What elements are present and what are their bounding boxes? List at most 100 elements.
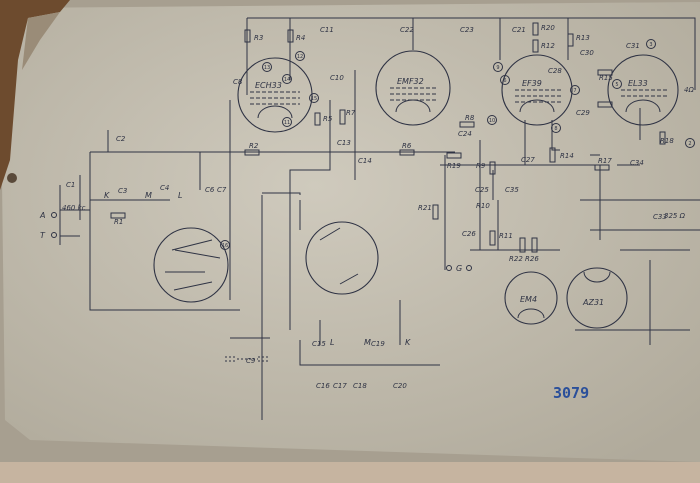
node-marker-circle (487, 115, 497, 125)
svg-text:C16: C16 (316, 382, 330, 390)
node-marker-circle (220, 240, 230, 250)
tube-label: EM4 (520, 295, 537, 304)
node-marker-label: 16 (222, 243, 228, 249)
svg-text:C34: C34 (630, 159, 644, 167)
svg-text:C7: C7 (217, 186, 227, 194)
svg-text:R10: R10 (476, 202, 490, 210)
svg-text:G: G (456, 264, 462, 273)
svg-text:K: K (405, 338, 411, 347)
node-marker-label: 14 (284, 77, 290, 83)
tube-label: EL33 (628, 79, 648, 88)
svg-text:C27: C27 (521, 156, 535, 164)
wiring (59, 17, 700, 420)
node-marker-circle (570, 85, 580, 95)
terminals: A T G (39, 211, 472, 273)
svg-text:4Ω: 4Ω (684, 86, 694, 94)
tube-label: AZ31 (582, 298, 604, 307)
node-marker-label: 2 (688, 141, 691, 147)
svg-text:M: M (145, 191, 152, 200)
inventory-stamp: 3079 (553, 384, 589, 402)
svg-text:C19: C19 (371, 340, 385, 348)
svg-text:C30: C30 (580, 49, 594, 57)
svg-text:325 Ω: 325 Ω (664, 212, 686, 220)
tube-label: EF39 (522, 79, 542, 88)
node-marker-label: 9 (496, 65, 499, 71)
node-marker-circle (295, 51, 305, 61)
node-marker-circle (309, 93, 319, 103)
svg-text:R1: R1 (114, 218, 123, 226)
svg-text:C17: C17 (333, 382, 347, 390)
svg-text:L: L (178, 191, 182, 200)
tube-ech33: ECH33 (237, 57, 313, 133)
svg-text:C1: C1 (66, 181, 75, 189)
svg-text:R13: R13 (576, 34, 590, 42)
node-marker-label: 13 (264, 65, 270, 71)
svg-text:R9: R9 (476, 162, 486, 170)
tube-label: EMF32 (397, 77, 424, 86)
node-marker-label: 5 (615, 82, 618, 88)
svg-text:C15: C15 (312, 340, 326, 348)
node-marker-circle (646, 39, 656, 49)
node-marker-label: 6 (503, 78, 506, 84)
svg-text:K: K (104, 191, 110, 200)
svg-text:A: A (39, 211, 45, 220)
svg-text:C10: C10 (330, 74, 344, 82)
tube-em4: EM4 (504, 271, 558, 325)
svg-text:R21: R21 (418, 204, 432, 212)
svg-text:C31: C31 (626, 42, 640, 50)
node-marker-label: 7 (573, 88, 576, 94)
svg-text:C21: C21 (512, 26, 526, 34)
binder-hole (7, 173, 17, 183)
node-marker-label: 8 (554, 126, 557, 132)
node-marker-circle (493, 62, 503, 72)
svg-text:R12: R12 (541, 42, 555, 50)
svg-text:R15: R15 (599, 74, 613, 82)
svg-text:R18: R18 (660, 137, 674, 145)
svg-text:R17: R17 (598, 157, 612, 165)
svg-text:R19: R19 (447, 162, 461, 170)
svg-text:C26: C26 (462, 230, 476, 238)
svg-text:L: L (330, 338, 334, 347)
svg-text:C14: C14 (358, 157, 372, 165)
svg-text:C28: C28 (548, 67, 562, 75)
band-switch-1 (153, 227, 229, 303)
svg-text:C3: C3 (118, 187, 127, 195)
tube-el33: EL33 (607, 54, 679, 126)
svg-text:C11: C11 (320, 26, 334, 34)
svg-text:C6: C6 (205, 186, 215, 194)
tube-ef39: EF39 (501, 54, 573, 126)
svg-text:C8: C8 (233, 78, 243, 86)
resistor-bodies (110, 22, 666, 253)
node-marker-circle (500, 75, 510, 85)
svg-text:C4: C4 (160, 184, 169, 192)
svg-text:R3: R3 (254, 34, 263, 42)
node-marker-label: 15 (311, 96, 317, 102)
svg-text:R14: R14 (560, 152, 574, 160)
band-switch-2 (305, 221, 379, 295)
node-marker-label: 11 (284, 120, 290, 126)
tube-label: ECH33 (255, 81, 282, 90)
svg-text:R4: R4 (296, 34, 305, 42)
svg-text:C9: C9 (246, 357, 256, 365)
svg-text:C23: C23 (460, 26, 474, 34)
tube-az31: AZ31 (566, 267, 628, 329)
node-marker-circle (262, 62, 272, 72)
node-marker-circle (612, 79, 622, 89)
svg-text:R20: R20 (541, 24, 555, 32)
svg-text:C13: C13 (337, 139, 351, 147)
svg-text:C2: C2 (116, 135, 126, 143)
svg-text:R6: R6 (402, 142, 412, 150)
svg-text:M: M (364, 338, 371, 347)
svg-text:R22: R22 (509, 255, 523, 263)
torn-corner-edge (22, 12, 60, 70)
svg-text:C33: C33 (653, 213, 667, 221)
node-marker-circle (282, 117, 292, 127)
svg-text:C24: C24 (458, 130, 472, 138)
node-marker-label: 3 (649, 42, 652, 48)
svg-text:T: T (40, 231, 46, 240)
capacitor-variable-c9 (225, 356, 270, 362)
node-marker-circle (685, 138, 695, 148)
component-labels: R3 R4 R2 R1 R5 R7 R6 R8 R9 R10 R11 R12 R… (62, 24, 694, 390)
node-marker-circle (551, 123, 561, 133)
